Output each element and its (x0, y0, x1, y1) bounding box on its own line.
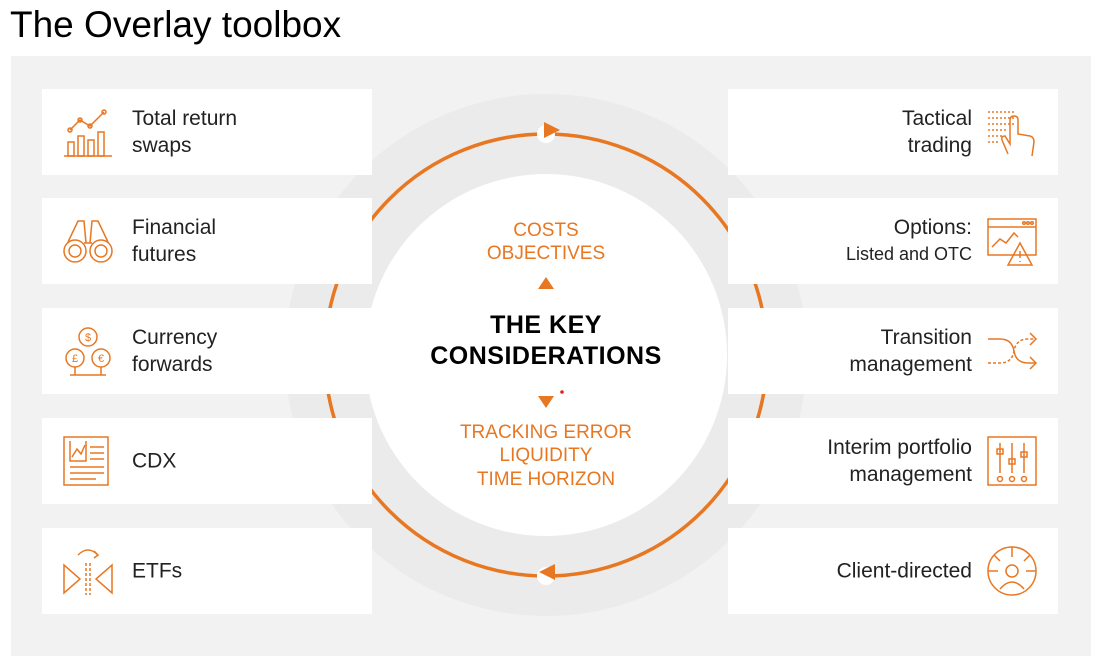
up-triangle-icon (538, 277, 554, 289)
card-client-directed: Client-directed (728, 528, 1058, 614)
svg-text:£: £ (72, 353, 78, 365)
svg-text:€: € (98, 353, 104, 365)
crossing-arrows-icon (984, 323, 1040, 379)
consideration-costs: COSTS (513, 220, 579, 241)
card-label: ETFs (132, 559, 183, 583)
consideration-time-horizon: TIME HORIZON (476, 469, 616, 490)
page-title: The Overlay toolbox (10, 4, 342, 45)
document-chart-icon (60, 433, 116, 489)
card-cdx: CDX (42, 418, 372, 504)
exchange-arrows-icon (60, 543, 116, 599)
red-dot (560, 390, 564, 394)
consideration-liquidity: LIQUIDITY (499, 445, 593, 466)
arrowhead-top (544, 122, 560, 138)
card-label: Client-directed (836, 559, 972, 583)
touch-screen-icon (984, 104, 1040, 160)
down-triangle-icon (538, 396, 554, 408)
binoculars-icon (60, 213, 116, 269)
card-etfs: ETFs (42, 528, 372, 614)
card-label: CDX (132, 449, 177, 473)
svg-text:$: $ (85, 332, 91, 344)
key-considerations: COSTS OBJECTIVES THE KEY CONSIDERATIONS … (365, 174, 727, 536)
card-label: Options:Listed and OTC (845, 216, 972, 264)
bar-chart-trend-icon (60, 104, 116, 160)
currency-coins-icon: $ £ € (60, 323, 116, 379)
user-target-icon (984, 543, 1040, 599)
arrowhead-bottom (539, 564, 555, 580)
card-options: Options:Listed and OTC (728, 198, 1058, 284)
consideration-objectives: OBJECTIVES (486, 243, 606, 264)
chart-warning-icon (984, 213, 1040, 269)
center-heading-line2: CONSIDERATIONS (430, 342, 662, 370)
consideration-tracking-error: TRACKING ERROR (459, 422, 633, 443)
center-heading-line1: THE KEY (490, 311, 602, 339)
sliders-icon (984, 433, 1040, 489)
